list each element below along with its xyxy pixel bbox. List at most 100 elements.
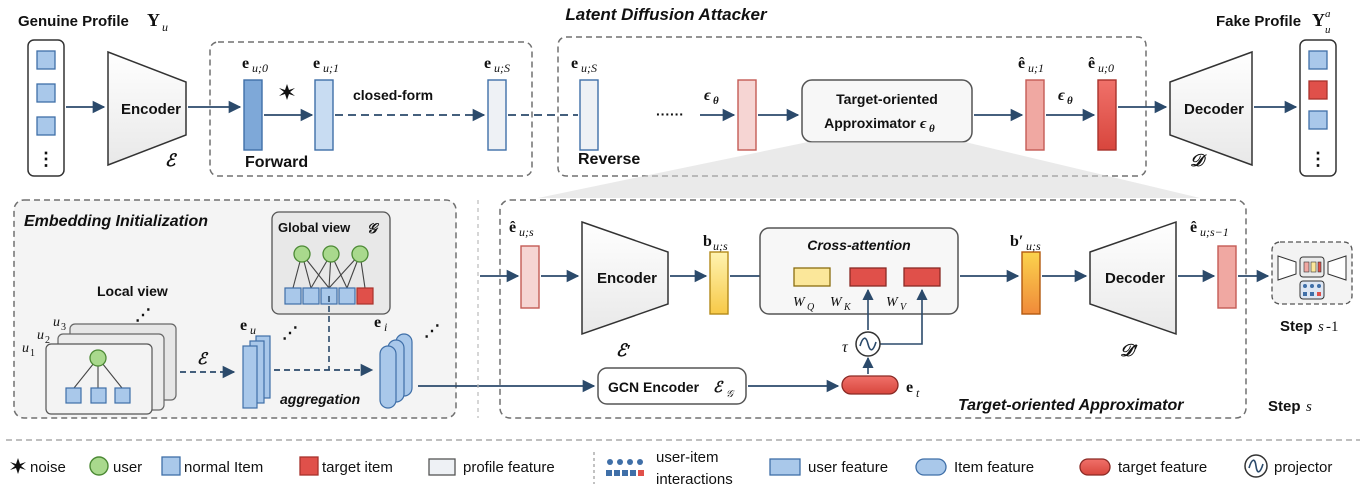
u2-sub: 2 — [45, 335, 50, 346]
gcn-encoder-box — [597, 367, 747, 405]
legend-user-icon — [89, 456, 109, 476]
e-u1-sub: u;1 — [323, 61, 339, 75]
legend-normal-item-icon — [161, 456, 181, 476]
local-view-cards — [45, 323, 177, 415]
approximator-panel-box — [499, 199, 1247, 419]
reverse-label: Reverse — [578, 151, 640, 168]
hat-u1-label: ê — [1018, 55, 1025, 72]
step-s-label: Step — [1268, 398, 1301, 415]
e-u-label: e — [240, 317, 247, 334]
hat-u0-sub: u;0 — [1098, 61, 1114, 75]
e-i-pills — [379, 333, 413, 409]
wq-sub: Q — [807, 302, 815, 313]
top-encoder-label: Encoder — [121, 101, 181, 118]
genuine-ellipsis: ⋮ — [37, 149, 55, 169]
eps2-label: ϵ — [1058, 87, 1065, 104]
step-s1-label: Step — [1280, 318, 1313, 335]
approx-encoder-symbol: ℰ′ — [616, 341, 631, 360]
e-u-ellipsis: ⋰ — [282, 325, 298, 342]
u3-label: u — [53, 315, 60, 330]
e-u-bars — [242, 335, 271, 409]
fake-profile-label: Fake Profile — [1216, 13, 1301, 30]
genuine-profile-label: Genuine Profile — [18, 13, 129, 30]
approx-decoder-label: Decoder — [1105, 270, 1165, 287]
top-decoder-symbol: 𝒟 — [1190, 151, 1207, 170]
approx-decoder-symbol: 𝒟′ — [1120, 341, 1138, 360]
approximator-box — [801, 79, 973, 143]
legend: noise user normal Item target item profi… — [6, 439, 1360, 488]
legend-profile-feature-icon — [428, 458, 456, 476]
gcn-encoder-symbol: ℰ — [713, 380, 724, 396]
wq-block — [793, 267, 831, 287]
e-u0-label: e — [242, 55, 249, 72]
top-decoder-shape — [1169, 50, 1253, 167]
fake-item-3 — [1308, 110, 1328, 130]
reverse-dots: ······ — [656, 106, 684, 122]
genuine-item-3 — [36, 116, 56, 136]
attacker-title: Latent Diffusion Attacker — [565, 5, 768, 24]
u1-label: u — [22, 341, 29, 356]
global-view-label: Global view — [278, 220, 351, 235]
step-s1-rest: -1 — [1326, 319, 1339, 335]
step-s1-var: s — [1318, 319, 1324, 335]
approximator-panel: ê u;s Encoder ℰ′ b u;s Cross-attention W… — [477, 199, 1270, 419]
e-uS2-sub: u;S — [581, 61, 597, 75]
bprime-label: b′ — [1010, 233, 1023, 250]
step-s1-group: Step s -1 — [1271, 241, 1353, 335]
legend-target-item-icon — [299, 456, 319, 476]
eps2-sub: θ — [1067, 95, 1073, 107]
global-graph — [284, 245, 374, 305]
fake-item-1 — [1308, 50, 1328, 70]
top-decoder-label: Decoder — [1184, 101, 1244, 118]
local-ellipsis: ⋰ — [135, 307, 151, 324]
genuine-item-1 — [36, 50, 56, 70]
embedding-init-title: Embedding Initialization — [24, 213, 208, 230]
approx-encoder-label: Encoder — [597, 270, 657, 287]
b-s-bar — [709, 251, 729, 315]
wq-label: W — [793, 295, 806, 310]
bprime-bar — [1021, 251, 1041, 315]
wk-sub: K — [843, 302, 852, 313]
e-i-sub: i — [384, 320, 387, 334]
u3-sub: 3 — [61, 322, 66, 333]
e-uS-sub: u;S — [494, 61, 510, 75]
e-uS-label: e — [484, 55, 491, 72]
e-u1-bar — [314, 79, 334, 151]
cross-attention-title: Cross-attention — [807, 237, 910, 253]
approx-decoder-shape — [1089, 220, 1177, 336]
e-uS2-bar — [579, 79, 599, 151]
legend-item-feature-label: Item feature — [954, 459, 1034, 476]
hat-u0-bar — [1097, 79, 1117, 151]
e-u1-label: e — [313, 55, 320, 72]
legend-ui-line2: interactions — [656, 471, 733, 488]
e-t-label: e — [906, 379, 913, 396]
embedding-init-panel: Embedding Initialization Global view 𝒢 L… — [13, 199, 457, 419]
step-s-var: s — [1306, 399, 1312, 415]
hat-u1-sub: u;1 — [1028, 61, 1044, 75]
e-uS2-label: e — [571, 55, 578, 72]
approximator-panel-title: Target-oriented Approximator — [958, 397, 1184, 414]
fake-profile-box — [1299, 39, 1337, 177]
genuine-profile-box — [27, 39, 65, 177]
approximator-eps-sub: θ — [929, 123, 935, 135]
wv-label: W — [886, 295, 899, 310]
arrow-proj-wv — [878, 288, 928, 345]
top-row: Genuine Profile Y u ⋮ Encoder ℰ e u;0 e … — [18, 5, 1337, 177]
approx-encoder-shape — [581, 220, 669, 336]
eps1-label: ϵ — [704, 87, 711, 104]
u2-label: u — [37, 328, 44, 343]
forward-region — [209, 41, 533, 177]
legend-item-feature-icon — [915, 458, 947, 476]
reverse-mid-bar — [737, 79, 757, 151]
legend-profile-feature-label: profile feature — [463, 459, 555, 476]
legend-user-feature-icon — [769, 458, 801, 476]
mini-interactions-icon — [1299, 280, 1325, 300]
e-u-sub: u — [250, 323, 256, 337]
genuine-profile-symbol: Y — [147, 10, 160, 30]
b-s-label: b — [703, 233, 712, 250]
fake-ellipsis: ⋮ — [1309, 149, 1327, 169]
e-uS-bar — [487, 79, 507, 151]
tau-label: τ — [842, 339, 849, 356]
legend-noise-icon — [10, 458, 26, 474]
approximator-line1: Target-oriented — [836, 91, 938, 107]
